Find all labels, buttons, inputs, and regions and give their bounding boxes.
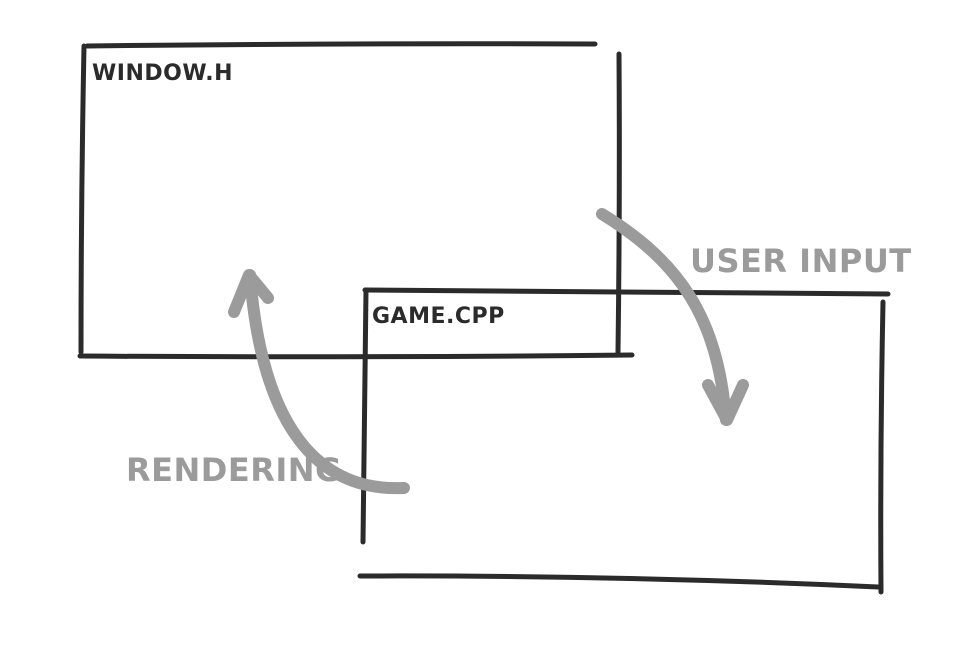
game-box-right-edge <box>878 299 886 595</box>
window-box-right-edge <box>615 51 622 355</box>
window-box-label: WINDOW.H <box>92 61 233 86</box>
rendering-arrow-shaft <box>244 269 410 495</box>
window-box-top-edge <box>84 41 598 49</box>
window-box: WINDOW.H <box>77 41 635 360</box>
window-box-bottom-edge <box>77 352 635 360</box>
window-box-left-edge <box>78 43 87 355</box>
game-box: GAME.CPP <box>357 287 891 595</box>
game-box-top-edge <box>362 287 891 297</box>
rendering-arrow <box>228 269 410 495</box>
game-box-label: GAME.CPP <box>372 304 505 329</box>
rendering-arrow-head <box>228 269 274 318</box>
user-input-label: USER INPUT <box>690 242 912 280</box>
rendering-label: RENDERING <box>126 451 342 489</box>
game-box-bottom-edge <box>357 573 881 590</box>
user-input-arrow-shaft <box>596 208 732 426</box>
user-input-arrow <box>596 208 749 426</box>
game-box-left-edge <box>360 287 369 545</box>
user-input-arrow-head <box>702 379 749 426</box>
